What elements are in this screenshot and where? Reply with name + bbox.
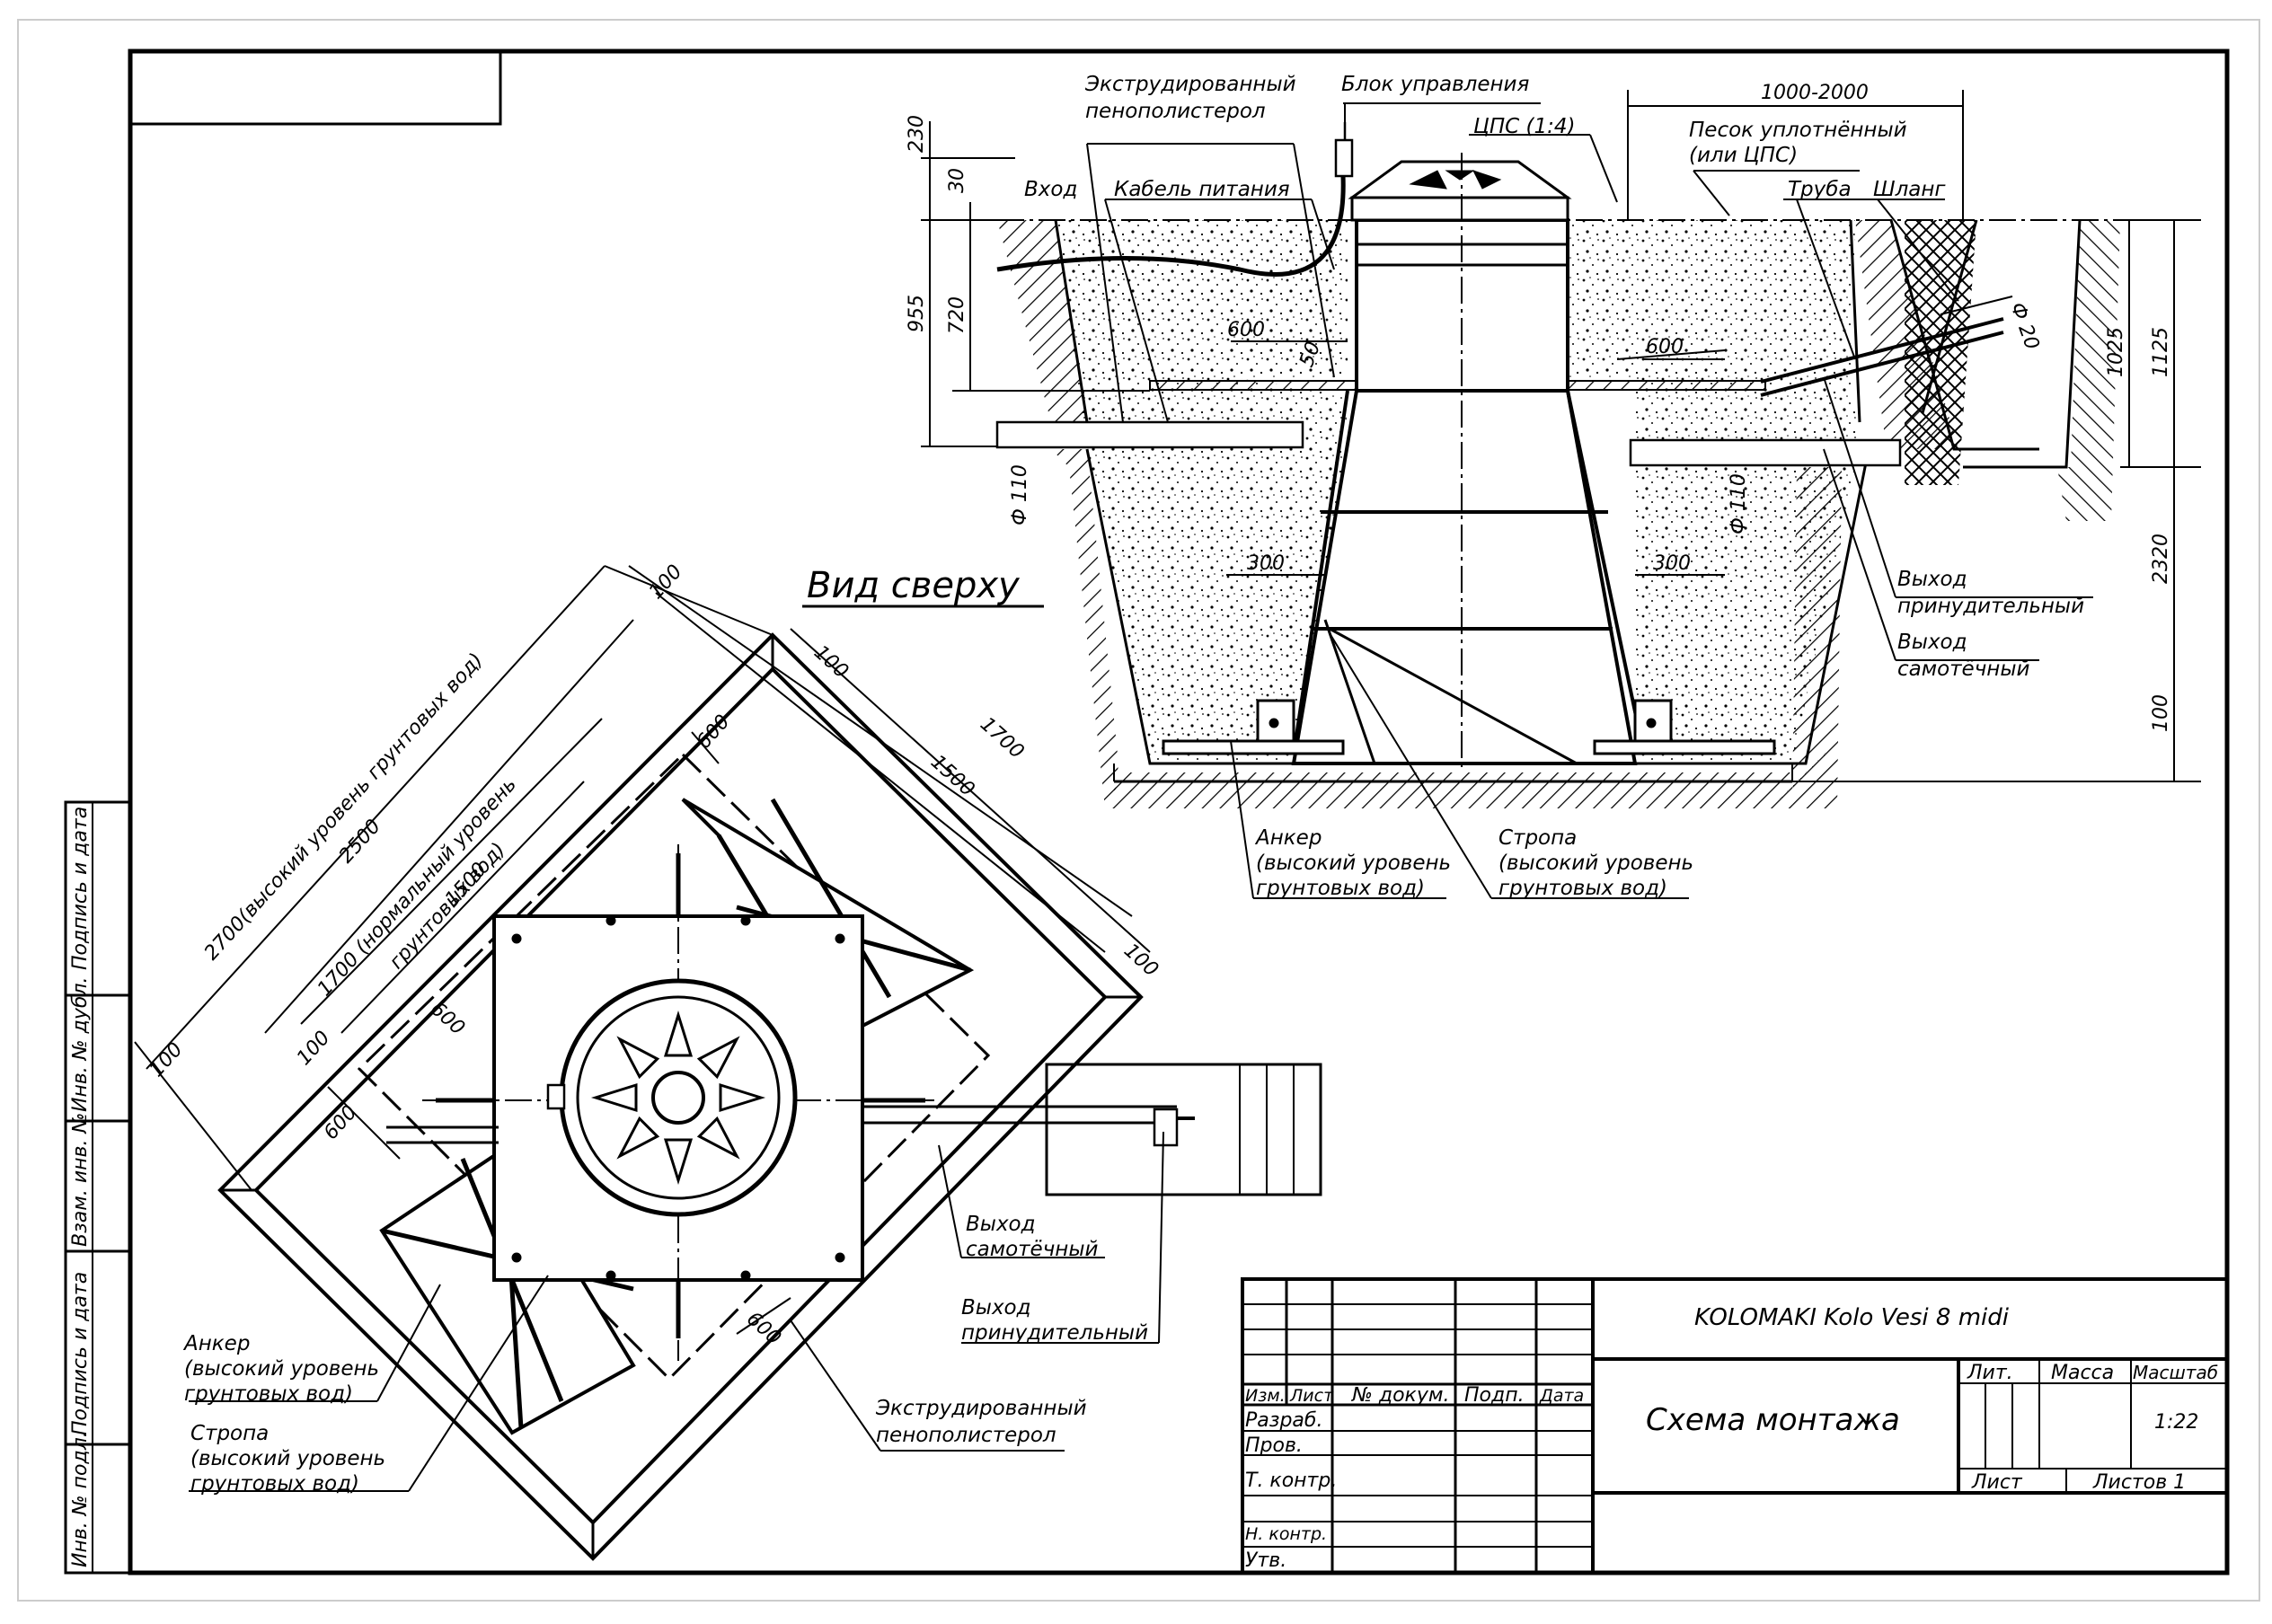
dim-955: 955 — [906, 295, 928, 332]
row-prov: Пров. — [1245, 1434, 1303, 1457]
label-out-forced-2: принудительный — [1897, 595, 2084, 618]
dim-300a: 300 — [1247, 552, 1285, 575]
sheets-label: Листов 1 — [2092, 1471, 2186, 1494]
title-block — [1241, 1277, 2229, 1575]
stamp-sign-date-2: Подпись и дата — [69, 1272, 92, 1435]
tv-label-sling-2: (высокий уровень — [190, 1447, 385, 1470]
tv-label-foam-1: Экструдированный — [875, 1397, 1087, 1420]
label-control-block: Блок управления — [1341, 73, 1529, 96]
dim-230: 230 — [906, 115, 928, 153]
col-list: Лист — [1289, 1386, 1334, 1406]
label-sling-3: грунтовых вод) — [1498, 877, 1667, 900]
stamp-sign-date-1: Подпись и дата — [69, 807, 92, 970]
scale-value: 1:22 — [2154, 1411, 2198, 1434]
stamp-vzam-inv: Взам. инв. № — [69, 1113, 92, 1247]
product-name: KOLOMAKI Kolo Vesi 8 midi — [1694, 1304, 2010, 1331]
label-out-gravity-2: самотёчный — [1897, 658, 2029, 681]
label-anchor-1: Анкер — [1254, 826, 1322, 850]
outer-trim — [17, 19, 2260, 1602]
label-extruded-foam-1: Экструдированный — [1084, 73, 1296, 96]
tv-label-anchor-2: (высокий уровень — [184, 1357, 379, 1381]
label-out-forced-1: Выход — [1897, 568, 1967, 591]
side-view-labels: Экструдированный пенополистерол Блок упр… — [906, 73, 2172, 900]
dim-2320: 2320 — [2150, 534, 2172, 584]
tv-label-anchor-1: Анкер — [182, 1332, 250, 1355]
dim-600a: 600 — [1227, 319, 1265, 341]
label-out-gravity-1: Выход — [1897, 631, 1967, 654]
label-extruded-foam-2: пенополистерол — [1085, 100, 1266, 123]
dim-300b: 300 — [1653, 552, 1691, 575]
stamp-inv-podl: Инв. № подл. — [69, 1431, 92, 1567]
label-sling-2: (высокий уровень — [1498, 852, 1693, 875]
row-nkontr: Н. контр. — [1245, 1524, 1327, 1544]
title-block-text: KOLOMAKI Kolo Vesi 8 midi Схема монтажа … — [1245, 1304, 2218, 1572]
dim-600b: 600 — [1646, 336, 1684, 358]
tv-label-gravity-2: самотёчный — [966, 1238, 1098, 1261]
col-izm: Изм. — [1245, 1386, 1286, 1406]
tv-label-sling-3: грунтовых вод) — [190, 1472, 359, 1496]
label-anchor-2: (высокий уровень — [1256, 852, 1451, 875]
tv-label-sling-1: Стропа — [190, 1422, 269, 1445]
dim-30: 30 — [946, 168, 968, 193]
dim-100: 100 — [2150, 694, 2172, 732]
massa-label: Масса — [2051, 1362, 2114, 1384]
side-stamp: Подпись и дата Инв. № дубл. Взам. инв. №… — [64, 800, 132, 1575]
lit-label: Лит. — [1967, 1362, 2013, 1384]
tv-label-forced-2: принудительный — [961, 1321, 1148, 1345]
dim-1125: 1125 — [2150, 327, 2172, 377]
row-tkontr: Т. контр. — [1245, 1470, 1337, 1492]
masshtab-label: Масштаб — [2133, 1362, 2218, 1383]
label-entry: Вход — [1024, 178, 1077, 201]
label-power-cable: Кабель питания — [1114, 178, 1290, 201]
tv-label-anchor-3: грунтовых вод) — [184, 1382, 353, 1406]
dim-720: 720 — [946, 296, 968, 334]
top-left-box — [128, 49, 502, 126]
dim-1025: 1025 — [2105, 327, 2127, 377]
top-view — [134, 565, 1322, 1561]
sheet-label: Лист — [1971, 1471, 2023, 1494]
col-doc: № докум. — [1351, 1384, 1449, 1407]
tv-label-gravity-1: Выход — [966, 1213, 1036, 1236]
row-razrab: Разраб. — [1245, 1409, 1322, 1432]
dim-phi110b: Ф 110 — [1728, 473, 1750, 534]
top-view-title: Вид сверху — [807, 565, 1021, 606]
tv-label-forced-1: Выход — [961, 1296, 1031, 1320]
col-podp: Подп. — [1464, 1384, 1525, 1407]
tv-label-foam-2: пенополистерол — [876, 1424, 1056, 1447]
dim-phi110a: Ф 110 — [1009, 464, 1031, 525]
drawing-title: Схема монтажа — [1646, 1402, 1900, 1438]
col-data: Дата — [1539, 1386, 1584, 1406]
dim-1000-2000: 1000-2000 — [1761, 82, 1869, 104]
label-hose: Шланг — [1873, 178, 1946, 201]
label-anchor-3: грунтовых вод) — [1256, 877, 1425, 900]
label-cps: ЦПС (1:4) — [1473, 115, 1575, 138]
side-view — [921, 90, 2201, 899]
stamp-inv-dubl: Инв. № дубл. — [69, 976, 92, 1112]
label-sling-1: Стропа — [1498, 826, 1577, 850]
label-sand-1: Песок уплотнённый — [1689, 119, 1907, 142]
label-sand-2: (или ЦПС) — [1689, 144, 1798, 167]
label-pipe: Труба — [1788, 178, 1852, 201]
row-utv: Утв. — [1245, 1549, 1286, 1572]
